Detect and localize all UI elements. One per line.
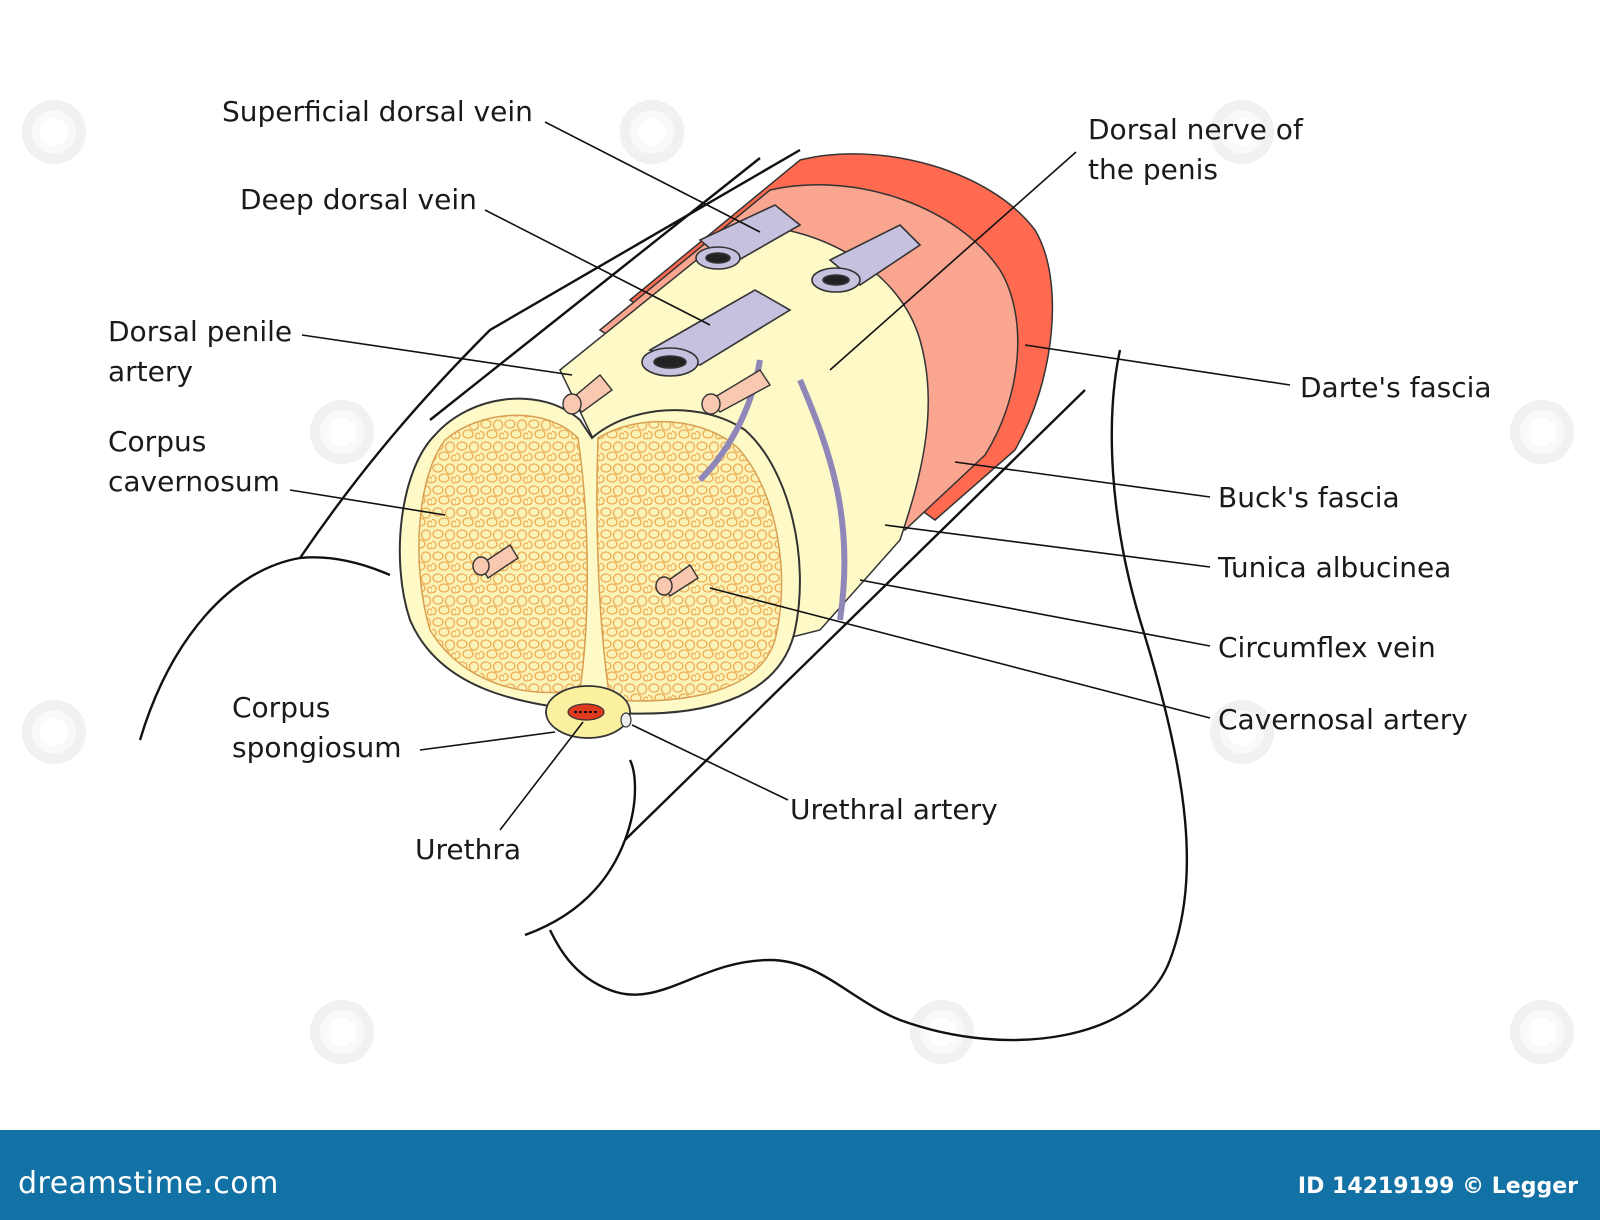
label-corpus-cavernosum-line2: cavernosum <box>108 465 280 498</box>
label-corpus-cavernosum-line1: Corpus <box>108 425 207 458</box>
label-urethral-artery: Urethral artery <box>790 793 998 826</box>
label-cavernosal-artery: Cavernosal artery <box>1218 703 1468 736</box>
watermark-icon <box>22 700 86 764</box>
image-credit: ID 14219199 © Legger <box>1297 1174 1578 1199</box>
brand-logo[interactable]: dreamstime.com <box>18 1166 279 1201</box>
label-dorsal-nerve-line2: the penis <box>1088 153 1218 186</box>
right-corpus-cavernosum <box>596 420 783 702</box>
watermark-icon <box>620 100 684 164</box>
label-circumflex-vein: Circumflex vein <box>1218 631 1436 664</box>
watermark-icon <box>310 1000 374 1064</box>
arteries <box>472 369 772 597</box>
label-corpus-spongiosum-line1: Corpus <box>232 691 331 724</box>
veins <box>641 204 922 621</box>
label-dorsal-penile-artery-line1: Dorsal penile <box>108 315 293 348</box>
watermark-icon <box>22 100 86 164</box>
label-corpus-spongiosum-line2: spongiosum <box>232 731 402 764</box>
watermark-icon <box>310 400 374 464</box>
label-deep-dorsal-vein: Deep dorsal vein <box>240 183 477 216</box>
label-dartes-fascia: Darte's fascia <box>1300 371 1492 404</box>
watermark-icon <box>1210 700 1274 764</box>
watermark-icon <box>910 1000 974 1064</box>
label-urethra: Urethra <box>415 833 522 866</box>
leader-lines <box>289 121 1291 831</box>
label-dorsal-nerve-line1: Dorsal nerve of <box>1088 113 1303 146</box>
watermark-icon <box>1510 1000 1574 1064</box>
cross-section-illustration <box>138 121 1291 1042</box>
label-tunica-albucinea: Tunica albucinea <box>1218 551 1452 584</box>
body-outline <box>138 148 1189 1042</box>
watermark-icon <box>1510 400 1574 464</box>
anatomy-diagram: Superficial dorsal vein Deep dorsal vein… <box>22 95 1574 1064</box>
corpus-spongiosum-shape <box>545 685 632 739</box>
label-superficial-dorsal-vein: Superficial dorsal vein <box>222 95 533 128</box>
watermark-icon <box>1210 100 1274 164</box>
footer-bar: dreamstime.com ID 14219199 © Legger <box>0 1130 1600 1220</box>
label-bucks-fascia: Buck's fascia <box>1218 481 1400 514</box>
label-dorsal-penile-artery-line2: artery <box>108 355 193 388</box>
